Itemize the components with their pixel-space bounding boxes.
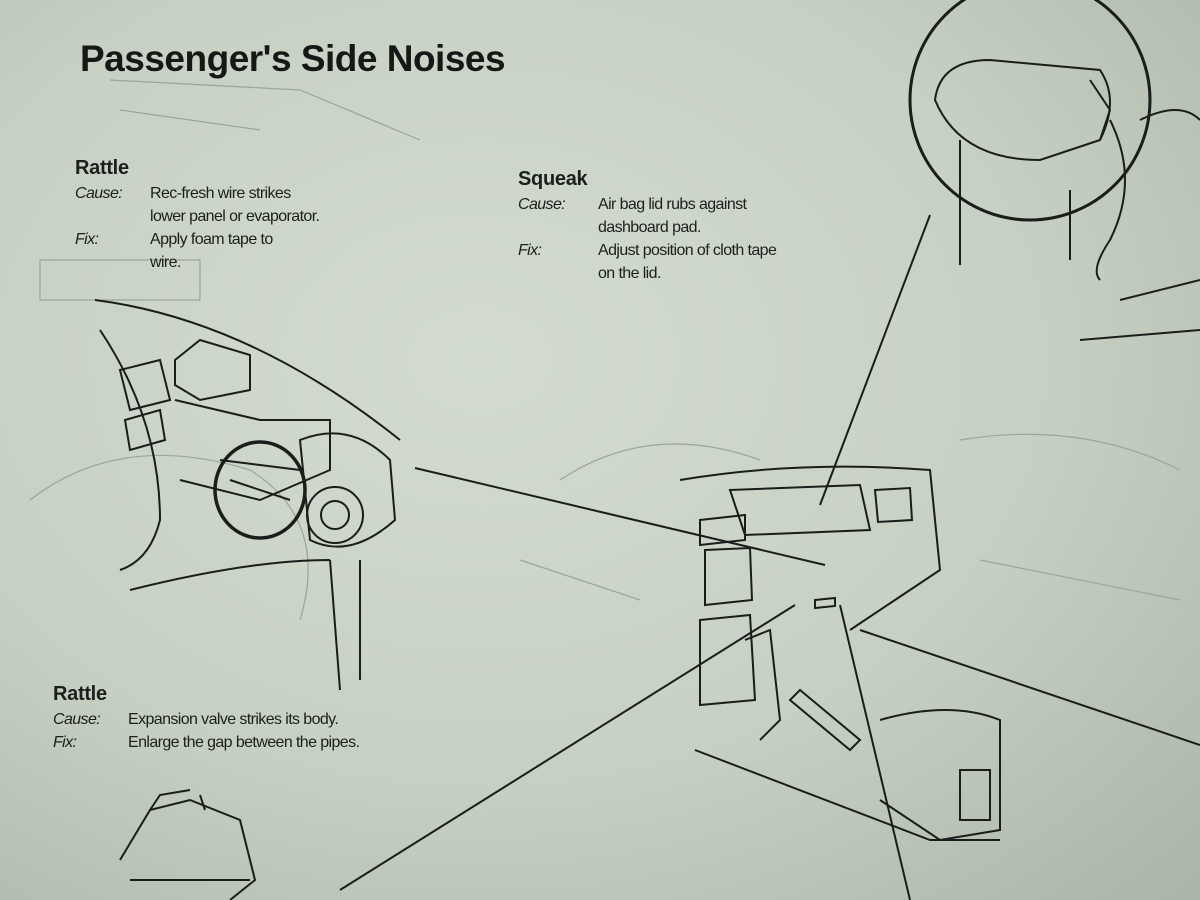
airbag-drawing [933,58,1200,341]
cause-text: Expansion valve strikes its body. [128,711,339,728]
circled-wire-highlight [213,440,307,540]
leader-lines [339,214,1200,900]
heater-unit-drawing [94,299,401,691]
cause-label: Cause: [53,711,101,728]
faint-background-drawing [29,79,1181,621]
fix-label: Fix: [75,231,99,248]
fix-text: Adjust position of cloth tape on the lid… [598,242,777,282]
dashboard-drawing [679,465,1001,842]
rattle-valve-section: Rattle Cause: Expansion valve strikes its… [53,683,360,754]
rattle-wire-section: Rattle Cause: Rec-fresh wire strikes lowe… [75,157,320,274]
fix-text: Enlarge the gap between the pipes. [128,734,360,751]
fix-label: Fix: [518,242,542,259]
fix-text: Apply foam tape to wire. [150,231,273,271]
cause-label: Cause: [518,196,566,213]
fix-label: Fix: [53,734,77,751]
page-title: Passenger's Side Noises [80,38,506,79]
section-heading: Squeak [518,168,588,190]
section-heading: Rattle [75,157,129,179]
cause-text: Air bag lid rubs against dashboard pad. [598,196,747,236]
cause-text: Rec-fresh wire strikes lower panel or ev… [150,185,320,225]
airbag-inset-circle [908,0,1152,222]
section-heading: Rattle [53,683,107,705]
expansion-valve-drawing [119,789,257,900]
squeak-section: Squeak Cause: Air bag lid rubs against da… [518,168,777,285]
cause-label: Cause: [75,185,123,202]
